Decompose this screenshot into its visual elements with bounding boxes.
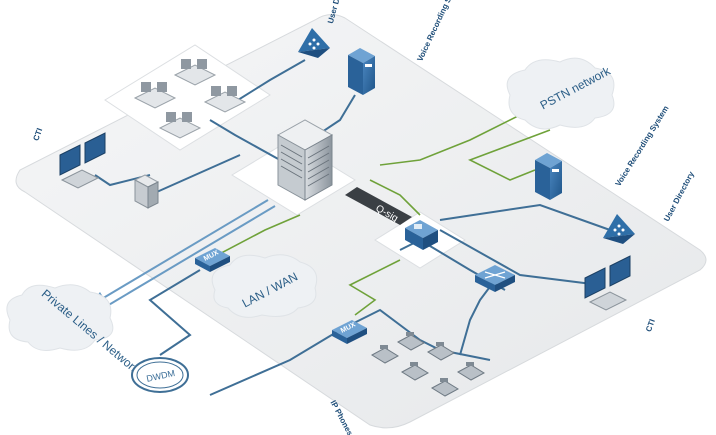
user-directory-pyramid-right[interactable] — [603, 214, 635, 244]
voice-recording-right-label: Voice Recording System — [614, 104, 671, 188]
cti-workstation-left[interactable] — [59, 132, 106, 189]
cti-server[interactable] — [133, 174, 160, 209]
pbx-server[interactable] — [276, 119, 334, 201]
pstn-cloud: PSTN network — [506, 57, 615, 130]
cti-left-label: CTI — [31, 127, 44, 142]
ip-phones-cluster[interactable] — [370, 332, 486, 397]
lan-wan-cloud: LAN / WAN — [211, 254, 318, 318]
cti-right-label: CTI — [644, 318, 657, 333]
switch-device[interactable] — [405, 220, 438, 250]
user-directory-pyramid-top[interactable] — [298, 28, 330, 58]
cti-workstation-right[interactable] — [584, 255, 631, 311]
mux-bottom[interactable]: MUX — [332, 320, 367, 344]
router-device[interactable] — [475, 265, 515, 292]
voice-recording-top-label: Voice Recording System — [415, 0, 463, 63]
workstation-cluster[interactable] — [133, 59, 247, 139]
private-lines-cloud: Private Lines / Networks — [6, 284, 147, 380]
blue-links — [94, 59, 611, 396]
green-links — [207, 109, 551, 316]
workstations-platform — [104, 44, 271, 151]
dwdm-ring: DWDM — [131, 357, 189, 393]
voice-recording-server-top[interactable] — [348, 48, 375, 95]
user-directory-right-label: User Directory — [662, 170, 696, 223]
voice-recording-server-right[interactable] — [535, 153, 562, 200]
mux-left[interactable]: MUX — [195, 248, 230, 272]
